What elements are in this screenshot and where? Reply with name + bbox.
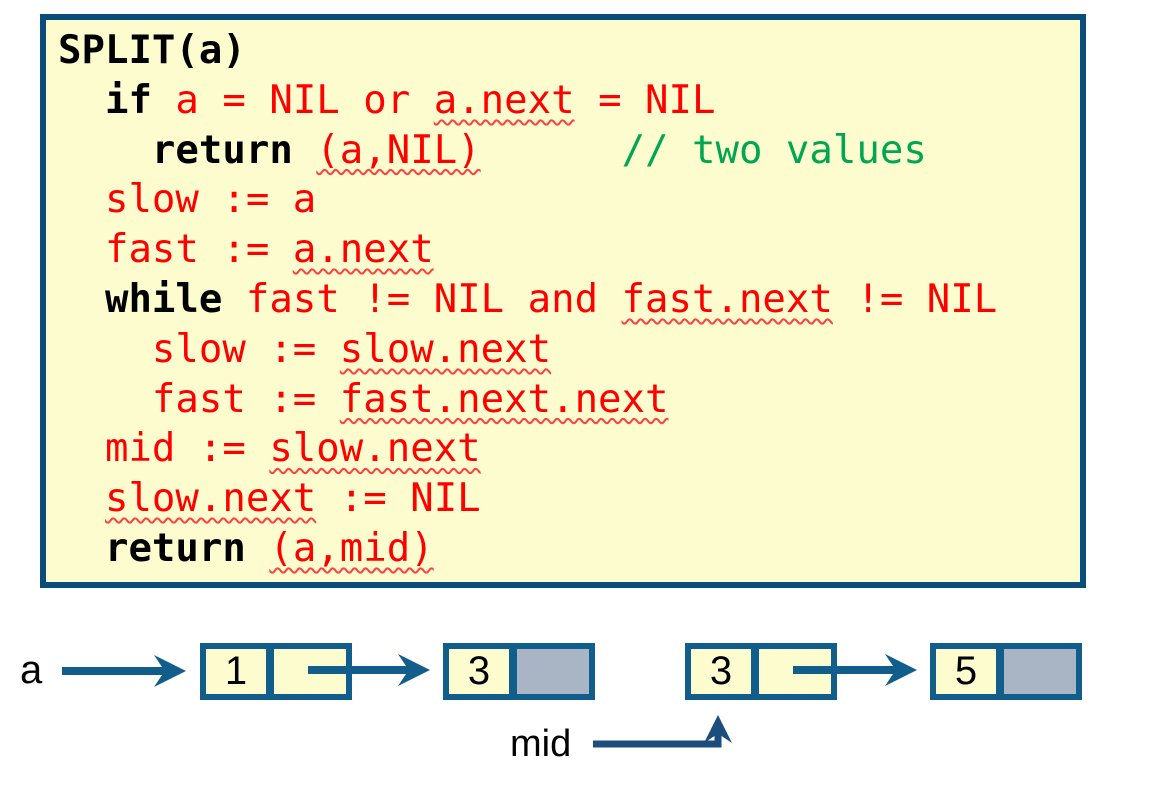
code-segment bbox=[58, 128, 152, 173]
code-segment bbox=[481, 128, 622, 173]
node-value: 1 bbox=[206, 649, 274, 694]
code-segment: (a,NIL) bbox=[316, 127, 481, 173]
code-line: mid := slow.next bbox=[58, 424, 997, 474]
code-segment: return bbox=[151, 127, 293, 173]
code-segment: SPLIT(a) bbox=[58, 28, 246, 73]
code-segment bbox=[58, 526, 105, 571]
code-segment: slow.next bbox=[104, 476, 317, 522]
code-segment: fast := bbox=[58, 227, 293, 273]
code-line: return (a,mid) bbox=[58, 524, 997, 574]
pseudocode-listing: SPLIT(a) if a = NIL or a.next = NIL retu… bbox=[58, 26, 997, 574]
code-segment bbox=[293, 128, 316, 173]
code-line: slow := a bbox=[58, 175, 997, 225]
arrow-mid-to-node3 bbox=[593, 715, 732, 748]
code-segment: a.next bbox=[433, 77, 575, 123]
code-segment bbox=[58, 476, 105, 521]
code-segment: a = NIL or bbox=[151, 77, 434, 123]
code-line: fast := a.next bbox=[58, 225, 997, 275]
code-segment: != NIL bbox=[832, 276, 998, 322]
node-pointer-cell bbox=[274, 649, 346, 694]
code-segment: slow := a bbox=[58, 177, 317, 223]
code-segment bbox=[58, 277, 105, 322]
code-segment: fast != NIL and bbox=[222, 276, 622, 322]
code-segment bbox=[58, 78, 105, 123]
list-head-label: a bbox=[20, 648, 43, 692]
code-line: slow := slow.next bbox=[58, 325, 997, 375]
node-pointer-cell bbox=[517, 649, 589, 694]
list-node: 1 bbox=[200, 643, 352, 700]
node-value: 3 bbox=[449, 649, 517, 694]
code-segment: slow.next bbox=[269, 426, 481, 472]
code-segment: // two values bbox=[621, 127, 927, 173]
list-node: 3 bbox=[685, 643, 837, 700]
code-line: SPLIT(a) bbox=[58, 26, 997, 76]
node-value: 3 bbox=[691, 649, 759, 694]
code-segment: (a,mid) bbox=[269, 525, 434, 571]
code-segment: := NIL bbox=[316, 476, 481, 522]
code-segment: while bbox=[104, 276, 223, 322]
node-pointer-cell bbox=[759, 649, 831, 694]
code-segment: fast.next bbox=[621, 276, 833, 322]
code-segment: fast := bbox=[58, 376, 340, 422]
code-segment: if bbox=[104, 77, 152, 123]
code-segment: mid := bbox=[58, 426, 270, 472]
code-segment: a.next bbox=[292, 227, 434, 273]
mid-pointer-label: mid bbox=[510, 723, 572, 765]
node-pointer-cell bbox=[1004, 649, 1076, 694]
code-segment: fast.next.next bbox=[339, 376, 669, 422]
code-segment: slow.next bbox=[339, 326, 552, 372]
code-line: return (a,NIL) // two values bbox=[58, 126, 997, 176]
code-segment: return bbox=[104, 525, 246, 571]
code-segment bbox=[246, 526, 269, 571]
list-node: 5 bbox=[930, 643, 1082, 700]
list-node: 3 bbox=[443, 643, 595, 700]
pseudocode-box: SPLIT(a) if a = NIL or a.next = NIL retu… bbox=[40, 14, 1086, 588]
code-line: while fast != NIL and fast.next != NIL bbox=[58, 275, 997, 325]
code-line: slow.next := NIL bbox=[58, 474, 997, 524]
code-segment: slow := bbox=[58, 326, 340, 372]
code-segment: = NIL bbox=[574, 77, 716, 123]
node-value: 5 bbox=[936, 649, 1004, 694]
code-line: fast := fast.next.next bbox=[58, 375, 997, 425]
code-line: if a = NIL or a.next = NIL bbox=[58, 76, 997, 126]
